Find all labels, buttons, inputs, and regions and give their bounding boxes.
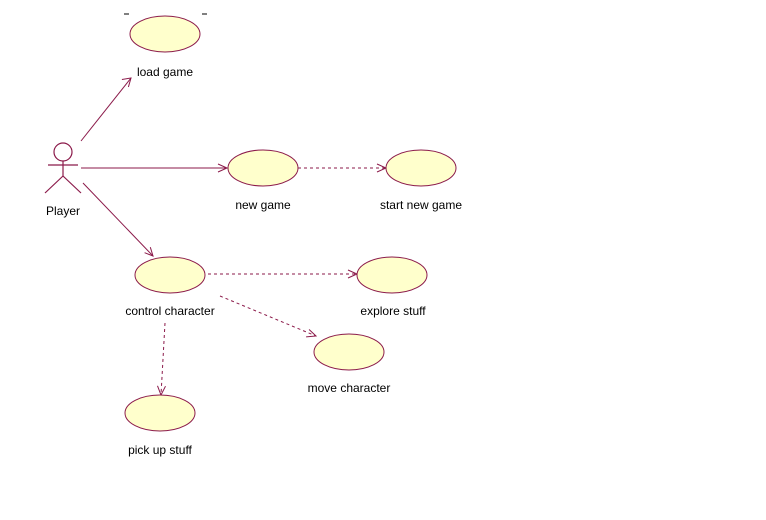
- dependency-move-character: [219, 295, 318, 338]
- use-case-new-game-label: new game: [235, 198, 291, 212]
- use-case-start-new-game-label: start new game: [380, 198, 462, 212]
- use-case-new-game[interactable]: new game: [227, 149, 299, 212]
- dependency-pick-up-stuff: [157, 322, 166, 397]
- use-case-start-new-game-ellipse: [385, 149, 457, 187]
- use-case-new-game-ellipse: [227, 149, 299, 187]
- association-control-character: [82, 182, 154, 257]
- actor-right-leg: [62, 175, 82, 194]
- association-load-game: [80, 77, 132, 142]
- dependency-start-new-game: [298, 163, 388, 173]
- use-case-load-game-label: load game: [137, 65, 193, 79]
- dependency-explore-stuff: [208, 269, 359, 279]
- use-case-load-game[interactable]: load game: [129, 15, 201, 79]
- use-case-load-game-ellipse: [129, 15, 201, 53]
- use-case-move-character-label: move character: [308, 381, 391, 395]
- use-case-explore-stuff-label: explore stuff: [360, 304, 426, 318]
- use-case-move-character-ellipse: [313, 333, 385, 371]
- use-case-move-character[interactable]: move character: [308, 333, 391, 395]
- use-case-pick-up-stuff-ellipse: [124, 394, 196, 432]
- use-case-explore-stuff[interactable]: explore stuff: [356, 256, 428, 318]
- use-case-start-new-game[interactable]: start new game: [380, 149, 462, 212]
- actor-left-leg: [44, 175, 64, 194]
- use-case-control-character[interactable]: control character: [125, 256, 215, 318]
- association-new-game: [81, 163, 229, 173]
- use-case-explore-stuff-ellipse: [356, 256, 428, 294]
- use-case-pick-up-stuff[interactable]: pick up stuff: [124, 394, 196, 457]
- use-case-pick-up-stuff-label: pick up stuff: [128, 443, 192, 457]
- actor-player[interactable]: [44, 142, 82, 194]
- actor-label: Player: [46, 204, 80, 218]
- use-case-control-character-label: control character: [125, 304, 214, 318]
- actor-head: [53, 142, 73, 162]
- use-case-control-character-ellipse: [134, 256, 206, 294]
